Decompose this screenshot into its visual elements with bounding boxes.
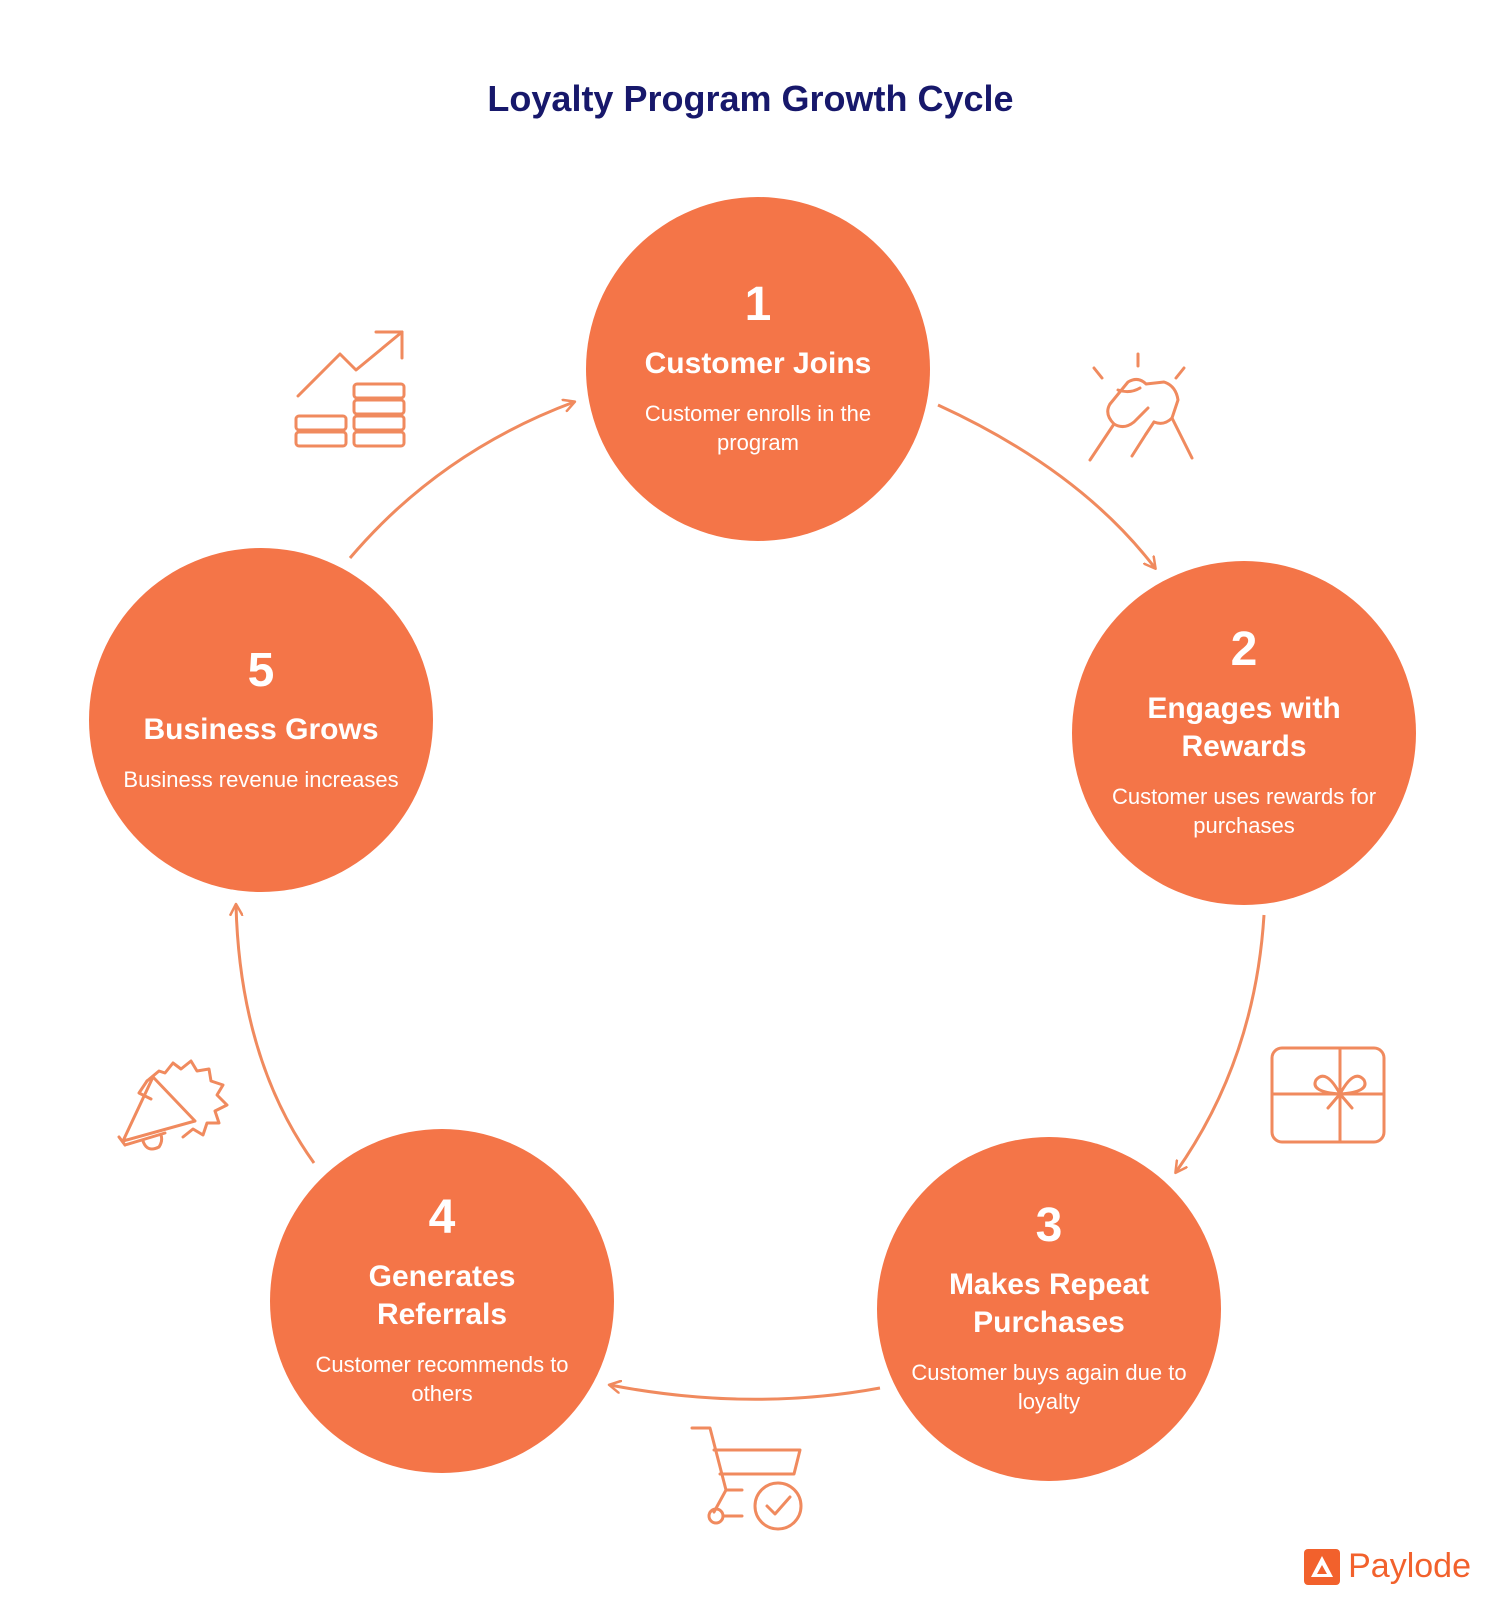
step-description: Business revenue increases xyxy=(123,766,399,792)
arrow-2-to-3 xyxy=(1176,914,1266,1172)
handshake-icon xyxy=(1088,352,1194,462)
step-number: 5 xyxy=(247,643,275,697)
growth-chart-icon xyxy=(294,330,406,448)
step-number: 4 xyxy=(428,1191,456,1244)
step-4-generates-referrals: 4 Generates Referrals Customer recommend… xyxy=(270,1129,614,1473)
step-number: 3 xyxy=(1035,1199,1063,1252)
step-title: Business Grows xyxy=(143,712,379,746)
arrow-5-to-1 xyxy=(348,402,574,559)
shopping-cart-check-icon xyxy=(690,1426,803,1531)
step-number: 1 xyxy=(744,278,772,331)
step-2-engages-with-rewards: 2 Engages with Rewards Customer uses rew… xyxy=(1072,561,1416,905)
megaphone-icon xyxy=(117,1059,229,1151)
page-title: Loyalty Program Growth Cycle xyxy=(487,78,1014,119)
paylode-logo-icon xyxy=(1304,1548,1341,1585)
step-5-business-grows: 5 Business Grows Business revenue increa… xyxy=(89,548,433,892)
arrow-3-to-4 xyxy=(610,1385,881,1401)
step-title: Makes Repeat Purchases xyxy=(948,1268,1150,1339)
step-number: 2 xyxy=(1230,623,1258,676)
step-description: Customer buys again due to loyalty xyxy=(911,1360,1187,1414)
step-description: Customer uses rewards for purchases xyxy=(1111,784,1377,838)
step-title: Customer Joins xyxy=(644,347,872,380)
step-description: Customer recommends to others xyxy=(315,1352,569,1406)
step-1-customer-joins: 1 Customer Joins Customer enrolls in the… xyxy=(586,197,930,541)
arrow-1-to-2 xyxy=(937,403,1155,568)
step-title: Generates Referrals xyxy=(368,1260,516,1331)
step-description: Customer enrolls in the program xyxy=(644,401,872,455)
step-title: Engages with Rewards xyxy=(1147,692,1341,763)
arrow-4-to-5 xyxy=(236,905,316,1164)
brand-name: Paylode xyxy=(1348,1547,1471,1585)
step-3-makes-repeat-purchases: 3 Makes Repeat Purchases Customer buys a… xyxy=(877,1137,1221,1481)
gift-icon xyxy=(1270,1046,1386,1144)
brand-logo: Paylode xyxy=(1304,1547,1471,1586)
